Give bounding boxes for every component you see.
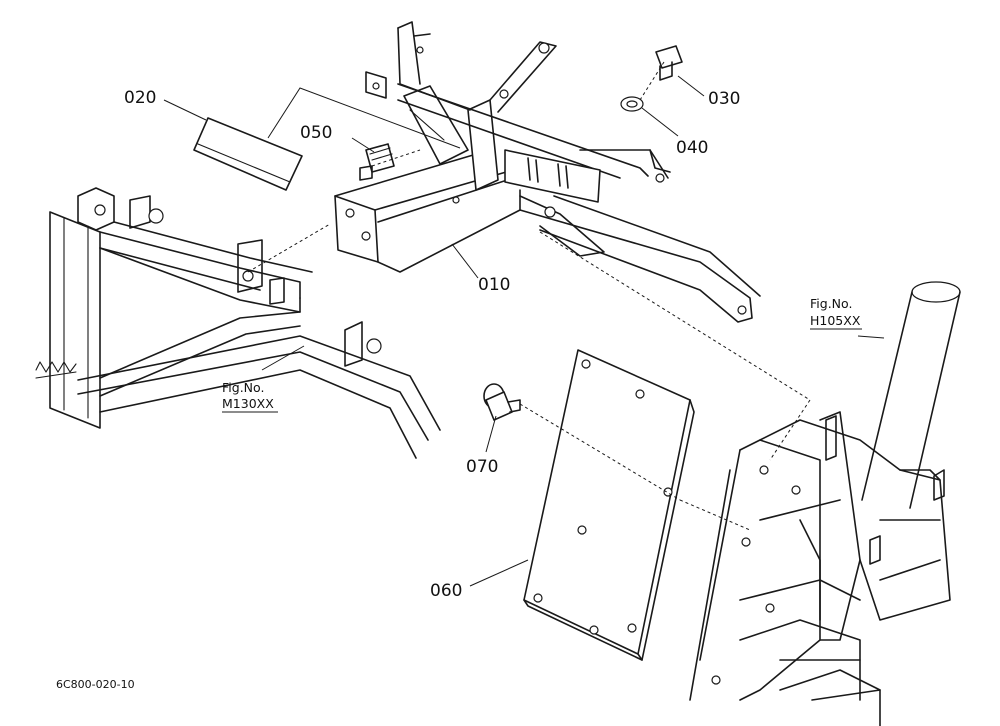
leader-lines	[163, 75, 885, 587]
left-frame-assembly	[35, 187, 441, 459]
callout-050: 050	[300, 123, 332, 143]
part-030-bolt	[655, 45, 683, 81]
part-020-pad	[193, 117, 303, 191]
callout-labels: 020 050 030 040 010 070 060	[124, 88, 740, 601]
callout-020: 020	[124, 88, 156, 108]
part-040-washer	[620, 96, 644, 112]
fig-ref-m130-line2: M130XX	[222, 396, 274, 411]
callout-060: 060	[430, 581, 462, 601]
callout-040: 040	[676, 138, 708, 158]
callout-010: 010	[478, 275, 510, 295]
fig-ref-h105-line1: Fig.No.	[810, 296, 852, 311]
drawing-code: 6C800-020-10	[56, 678, 135, 691]
figure-references: Fig.No. M130XX Fig.No. H105XX	[222, 296, 862, 413]
part-050-switch	[359, 143, 395, 181]
part-010-main-bracket	[334, 21, 761, 323]
part-070-bolt	[483, 383, 521, 421]
callout-070: 070	[466, 457, 498, 477]
callout-030: 030	[708, 89, 740, 109]
fig-ref-h105-line2: H105XX	[810, 313, 861, 328]
fig-ref-m130-line1: Fig.No.	[222, 380, 264, 395]
dashed-alignment-lines	[247, 61, 811, 531]
part-060-plate	[523, 349, 695, 661]
right-column-assembly	[689, 281, 961, 726]
